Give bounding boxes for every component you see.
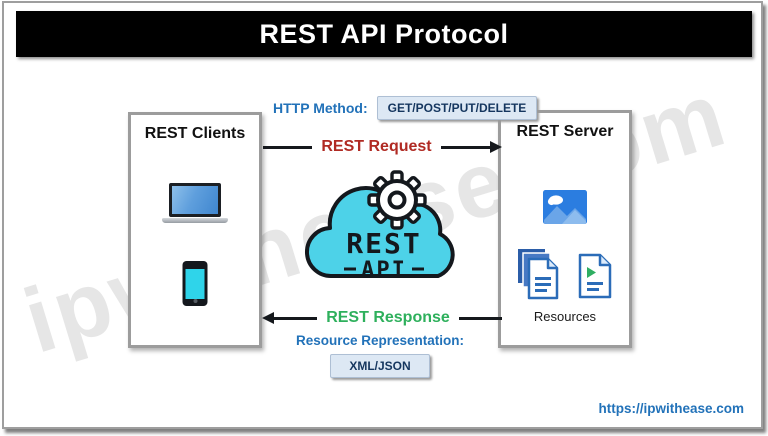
rest-response-label: REST Response [326,309,450,326]
title-bar: REST API Protocol [16,11,752,57]
page-title: REST API Protocol [259,18,509,49]
image-icon [543,190,587,224]
http-method-button[interactable]: GET/POST/PUT/DELETE [376,96,538,120]
http-method-row: HTTP Method: GET/POST/PUT/DELETE [273,96,538,120]
rest-server-title: REST Server [516,123,614,140]
rest-api-cloud: REST API [287,164,487,295]
rest-clients-box: REST Clients [128,112,262,348]
http-method-label: HTTP Method: [273,100,368,116]
rest-clients-title: REST Clients [144,125,246,142]
rest-server-box: REST Server Resources [498,110,632,348]
arrow-line [458,316,502,320]
arrowhead-right-icon [490,141,502,153]
media-document-icon [578,253,612,299]
rest-request-arrow: REST Request [263,138,502,156]
resources-label: Resources [533,309,597,324]
xml-json-button[interactable]: XML/JSON [330,354,430,378]
smartphone-screen [185,268,205,299]
arrow-line [274,316,318,320]
arrow-line [440,145,490,149]
gear-icon [367,170,427,230]
smartphone-icon [182,261,208,306]
xml-json-row: XML/JSON [270,354,490,378]
arrowhead-left-icon [262,312,274,324]
resource-representation-label: Resource Representation: [295,333,465,348]
rest-request-label: REST Request [321,138,432,155]
laptop-screen [169,183,221,217]
cloud-label-line1: REST [346,227,421,260]
laptop-base [162,218,228,223]
documents-stack-icon [518,249,559,300]
site-url-link[interactable]: https://ipwithease.com [598,401,744,416]
server-documents-row [501,247,629,301]
cloud-label-line2: API [361,258,407,283]
rest-response-arrow: REST Response [262,309,502,327]
arrow-line [263,145,313,149]
laptop-icon [162,183,228,223]
